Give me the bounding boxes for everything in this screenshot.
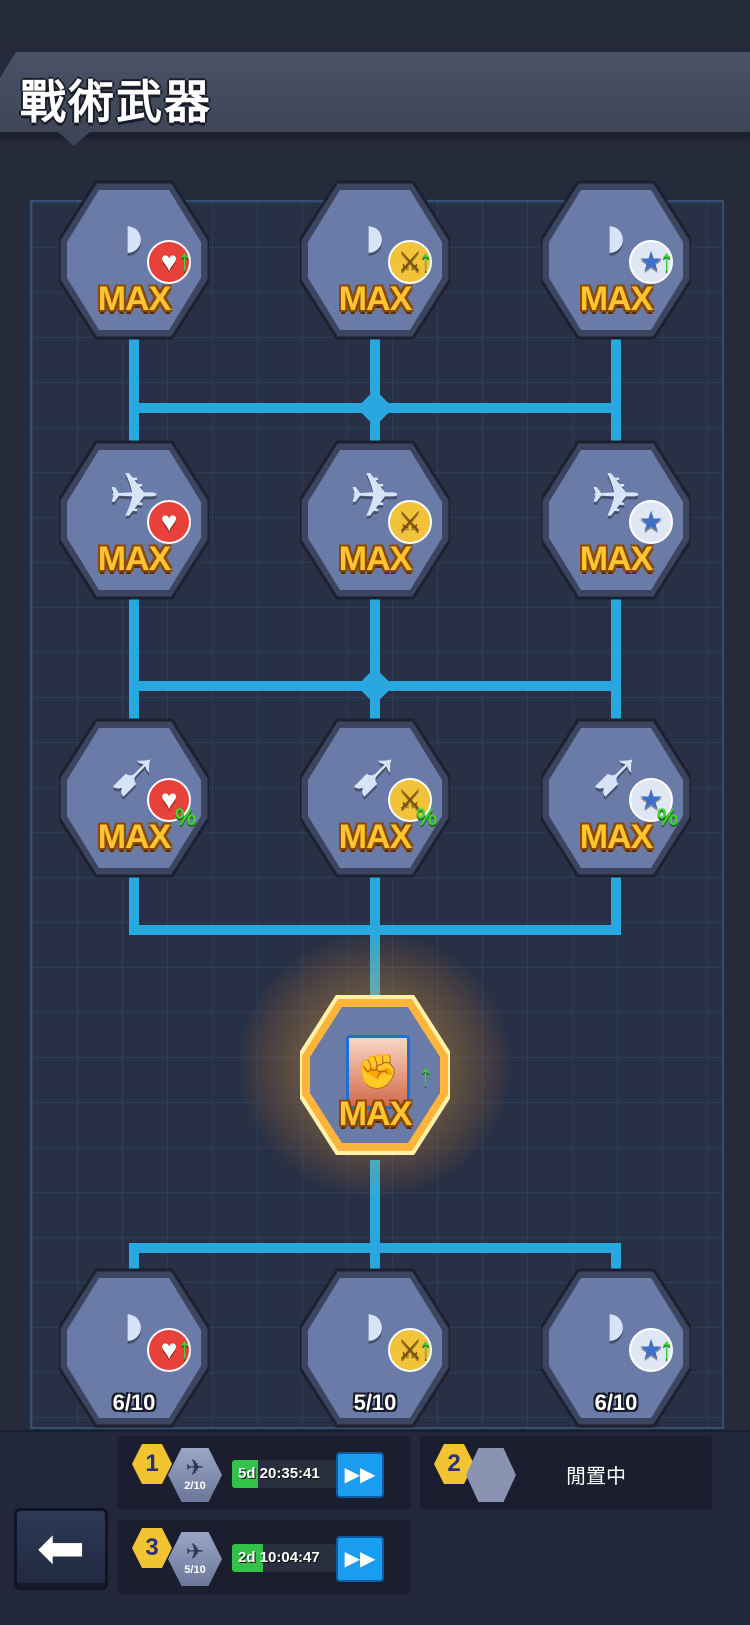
node-jet-def-percent[interactable]: ➹ ★ % MAX xyxy=(541,718,691,878)
heart-icon: ♥ xyxy=(147,240,191,284)
sword-icon: ⚔ xyxy=(388,778,432,822)
pilot-cap-icon: ◗ xyxy=(597,1290,635,1359)
timer-text: 2d 10:04:47 xyxy=(238,1549,320,1566)
node-level: MAX xyxy=(338,1095,413,1133)
pilot-cap-icon: ◗ xyxy=(356,1290,394,1359)
node-progress: 6/10 xyxy=(594,1390,638,1415)
queue-slot-1[interactable]: 1 ✈ 2/10 5d 20:35:41 ▶▶ xyxy=(118,1436,410,1510)
node-commander-hp[interactable]: ◗ ♥ ↑ MAX xyxy=(59,180,209,340)
node-commander-def-2[interactable]: ◗ ★ ↑ 6/10 xyxy=(541,1268,691,1428)
node-level: MAX xyxy=(338,280,413,318)
header-pointer xyxy=(58,132,90,146)
shield-icon: ★ xyxy=(629,240,673,284)
heart-icon: ♥ xyxy=(147,500,191,544)
slot-status: 閒置中 xyxy=(566,1466,626,1488)
node-progress: 6/10 xyxy=(112,1390,156,1415)
pilot-cap-icon: ◗ xyxy=(115,1290,153,1359)
shield-icon: ★ xyxy=(629,500,673,544)
node-level: MAX xyxy=(579,540,654,578)
percent-icon: % xyxy=(657,804,679,831)
upgrade-arrow-icon: ↑ xyxy=(177,244,192,277)
sword-icon: ⚔ xyxy=(388,240,432,284)
header-notch xyxy=(0,52,16,78)
pilot-cap-icon: ◗ xyxy=(115,202,153,271)
node-level: MAX xyxy=(579,280,654,318)
slot-item-level: 5/10 xyxy=(184,1564,206,1576)
tree-connector-lines xyxy=(129,315,621,1290)
node-jet-atk-percent[interactable]: ➹ ⚔ % MAX xyxy=(300,718,450,878)
node-commander-atk-2[interactable]: ◗ ⚔ ↑ 5/10 xyxy=(300,1268,450,1428)
queue-slot-3[interactable]: 3 ✈ 5/10 2d 10:04:47 ▶▶ xyxy=(118,1520,410,1594)
upgrade-arrow-icon: ↑ xyxy=(659,1332,674,1365)
node-aircraft-hp[interactable]: ✈ ♥ MAX xyxy=(59,440,209,600)
node-jet-hp-percent[interactable]: ➹ ♥ % MAX xyxy=(59,718,209,878)
shield-icon: ★ xyxy=(629,778,673,822)
fast-forward-button[interactable]: ▶▶ xyxy=(336,1536,384,1582)
node-commander-def[interactable]: ◗ ★ ↑ MAX xyxy=(541,180,691,340)
node-level: MAX xyxy=(338,818,413,856)
slot-timer: 5d 20:35:41 xyxy=(232,1460,336,1488)
pilot-cap-icon: ◗ xyxy=(597,202,635,271)
percent-icon: % xyxy=(416,804,438,831)
timer-fill xyxy=(232,1544,264,1572)
back-arrow-icon: ⬅ xyxy=(36,1516,86,1581)
node-level: MAX xyxy=(97,818,172,856)
node-special-upgrade[interactable]: ✊ ↑ MAX xyxy=(300,995,450,1155)
sword-icon: ⚔ xyxy=(388,500,432,544)
node-commander-atk[interactable]: ◗ ⚔ ↑ MAX xyxy=(300,180,450,340)
slot-number: 3 xyxy=(132,1528,172,1568)
slot-timer: 2d 10:04:47 xyxy=(232,1544,336,1572)
pilot-cap-icon: ◗ xyxy=(356,202,394,271)
upgrade-arrow-icon: ↑ xyxy=(177,1332,192,1365)
node-commander-hp-2[interactable]: ◗ ♥ ↑ 6/10 xyxy=(59,1268,209,1428)
slot-item-level: 2/10 xyxy=(184,1480,206,1492)
node-progress: 5/10 xyxy=(353,1390,397,1415)
slot-number: 1 xyxy=(132,1444,172,1484)
timer-text: 5d 20:35:41 xyxy=(238,1465,320,1482)
node-level: MAX xyxy=(579,818,654,856)
percent-icon: % xyxy=(175,804,197,831)
fast-forward-icon: ▶▶ xyxy=(344,1548,376,1570)
aircraft-icon: ✈ xyxy=(168,1532,222,1586)
node-level: MAX xyxy=(97,280,172,318)
node-aircraft-def[interactable]: ✈ ★ MAX xyxy=(541,440,691,600)
heart-icon: ♥ xyxy=(147,778,191,822)
node-level: MAX xyxy=(97,540,172,578)
aircraft-icon: ✈ xyxy=(168,1448,222,1502)
upgrade-arrow-icon: ↑ xyxy=(418,1059,433,1092)
header-bar: 戰術武器 xyxy=(0,52,750,146)
upgrade-arrow-icon: ↑ xyxy=(659,244,674,277)
heart-icon: ♥ xyxy=(147,1328,191,1372)
upgrade-arrow-icon: ↑ xyxy=(418,244,433,277)
queue-slot-2[interactable]: 2 閒置中 xyxy=(420,1436,712,1510)
card-upgrade-icon: ✊ xyxy=(346,1035,410,1109)
shield-icon: ★ xyxy=(629,1328,673,1372)
page-title: 戰術武器 xyxy=(20,76,212,128)
empty-slot-icon xyxy=(466,1448,516,1502)
timer-fill xyxy=(232,1460,258,1488)
node-aircraft-atk[interactable]: ✈ ⚔ MAX xyxy=(300,440,450,600)
node-level: MAX xyxy=(338,540,413,578)
status-bar-area xyxy=(0,0,750,52)
sword-icon: ⚔ xyxy=(388,1328,432,1372)
upgrade-arrow-icon: ↑ xyxy=(418,1332,433,1365)
fast-forward-icon: ▶▶ xyxy=(344,1464,376,1486)
back-button[interactable]: ⬅ xyxy=(14,1508,108,1590)
fast-forward-button[interactable]: ▶▶ xyxy=(336,1452,384,1498)
